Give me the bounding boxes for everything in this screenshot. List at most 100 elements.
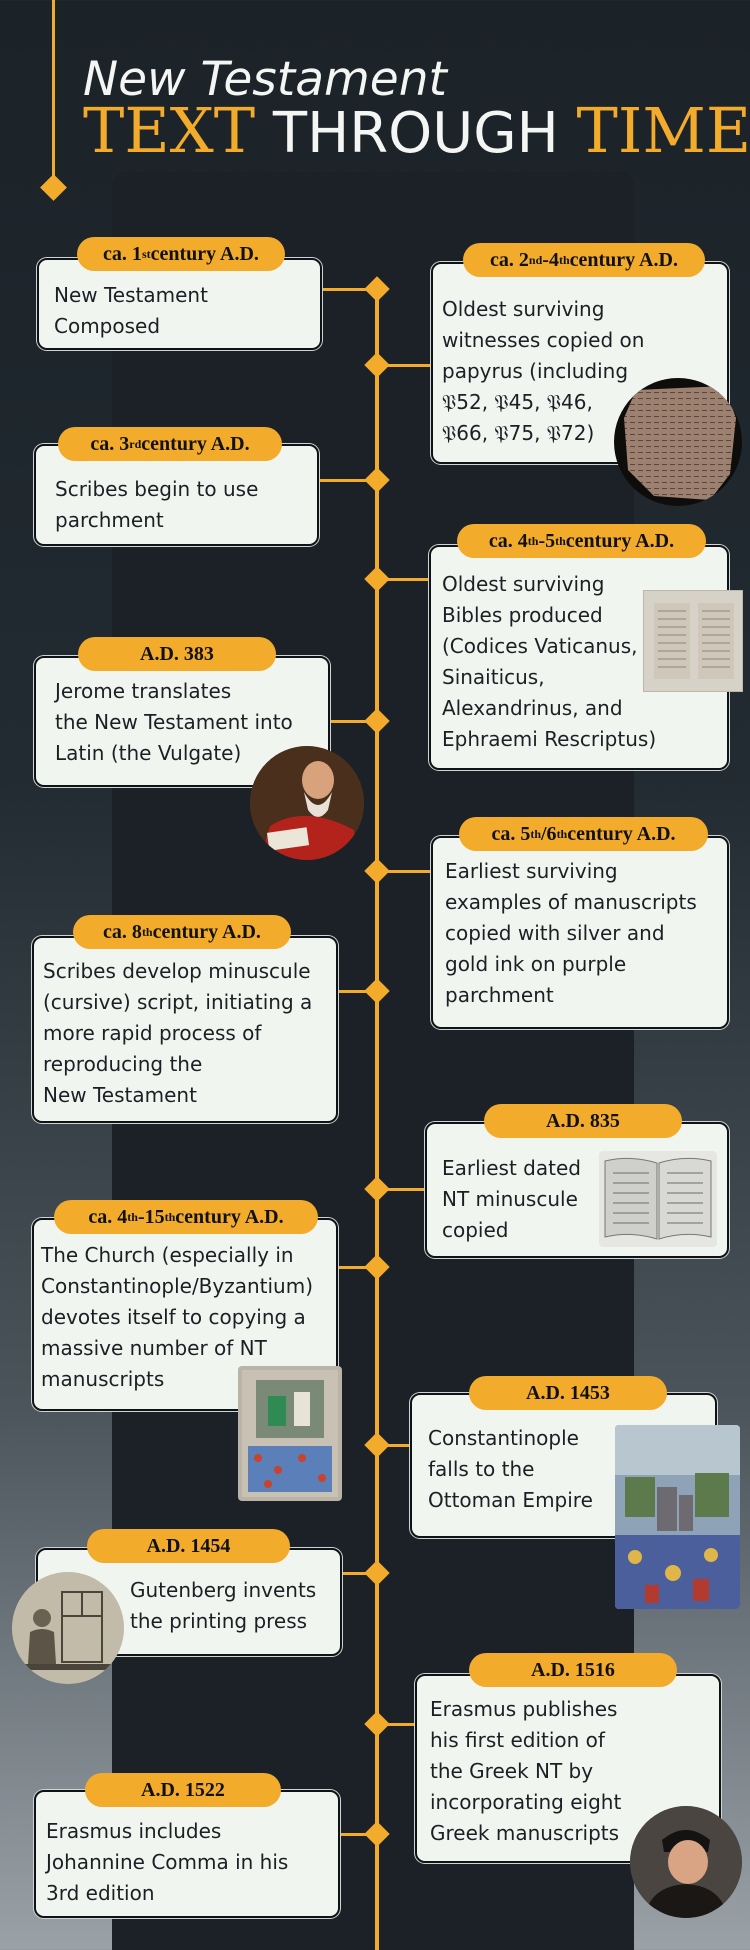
event-text: Erasmus publishes his first edition of t… — [430, 1697, 622, 1845]
date-part: ca. 2 — [490, 248, 529, 271]
date-part: ca. 1 — [103, 242, 142, 265]
date-badge: A.D. 383 — [78, 637, 276, 671]
title-line-2: TEXT THROUGH TIME — [83, 100, 750, 162]
date-part: century A.D. — [569, 248, 678, 271]
event-text: New Testament Composed — [54, 283, 208, 338]
illuminated-manuscript-image — [238, 1366, 342, 1501]
date-part: century A.D. — [152, 920, 261, 943]
event-text: Oldest surviving Bibles produced (Codice… — [442, 572, 657, 751]
connector — [378, 578, 433, 581]
event-card-5th-6th-century: Earliest surviving examples of manuscrip… — [431, 836, 729, 1029]
open-book-icon — [604, 1157, 712, 1240]
minuscule-manuscript-image — [599, 1151, 717, 1247]
connector — [340, 1833, 378, 1836]
date-badge: A.D. 1522 — [85, 1773, 281, 1807]
jerome-portrait-image — [250, 746, 364, 860]
date-part: -5 — [538, 529, 556, 552]
title-time-word: TIME — [576, 94, 750, 167]
date-part: -4 — [542, 248, 559, 271]
connector — [338, 990, 378, 993]
event-text: Gutenberg invents the printing press — [130, 1578, 317, 1633]
fall-of-constantinople-image — [615, 1425, 740, 1609]
codex-image — [643, 590, 743, 692]
event-text: Constantinople falls to the Ottoman Empi… — [428, 1426, 593, 1512]
event-card-3rd-century: Scribes begin to use parchment — [34, 444, 319, 546]
date-part: ca. 5 — [491, 822, 531, 845]
event-text: The Church (especially in Constantinople… — [41, 1243, 314, 1391]
event-card-ad-1454: Gutenberg invents the printing press — [36, 1548, 342, 1656]
connector — [322, 288, 378, 291]
date-sup: rd — [129, 436, 142, 451]
timeline-spine — [375, 278, 379, 1950]
date-text: A.D. 1453 — [526, 1381, 610, 1404]
connector — [378, 1188, 426, 1191]
date-sup: st — [141, 246, 151, 261]
event-text: Jerome translates the New Testament into… — [55, 679, 293, 765]
event-text: Scribes begin to use parchment — [55, 477, 259, 532]
connector — [318, 479, 378, 482]
connector — [338, 1266, 378, 1269]
event-text: Earliest dated NT minuscule copied — [442, 1156, 581, 1242]
connector — [378, 870, 433, 873]
event-card-ad-1453: Constantinople falls to the Ottoman Empi… — [410, 1393, 717, 1538]
papyrus-image — [614, 378, 742, 506]
date-part: -15 — [137, 1205, 165, 1228]
date-part: century A.D. — [141, 432, 250, 455]
date-part: century A.D. — [175, 1205, 284, 1228]
connector — [342, 1572, 378, 1575]
date-badge: A.D. 1454 — [87, 1529, 290, 1563]
printing-press-icon — [12, 1572, 124, 1684]
date-part: century A.D. — [150, 242, 259, 265]
city-siege-icon — [615, 1425, 740, 1609]
event-text: Erasmus includes Johannine Comma in his … — [46, 1819, 289, 1905]
date-text: A.D. 1516 — [531, 1658, 615, 1681]
date-part: /6 — [541, 822, 557, 845]
event-text: Earliest surviving examples of manuscrip… — [445, 859, 697, 1007]
date-part: century A.D. — [567, 822, 676, 845]
date-text: A.D. 383 — [140, 642, 214, 665]
title-through-word: THROUGH — [255, 101, 577, 166]
date-sup: th — [141, 924, 153, 939]
event-card-8th-century: Scribes develop minuscule (cursive) scri… — [32, 936, 338, 1123]
jerome-portrait-icon — [250, 746, 364, 860]
date-sup: th — [127, 1209, 138, 1224]
date-sup: th — [527, 533, 539, 548]
connector — [378, 1723, 416, 1726]
connector — [378, 1444, 412, 1447]
event-card-1st-century: New Testament Composed — [37, 258, 322, 350]
date-sup: th — [164, 1209, 176, 1224]
event-text: Oldest surviving witnesses copied on pap… — [442, 297, 645, 445]
date-sup: th — [555, 533, 566, 548]
title-line-1: New Testament — [83, 52, 447, 107]
gutenberg-press-image — [12, 1572, 124, 1684]
date-text: A.D. 835 — [546, 1109, 620, 1132]
date-badge: A.D. 1516 — [469, 1653, 677, 1687]
date-text: A.D. 1522 — [141, 1778, 225, 1801]
date-sup: th — [558, 252, 570, 267]
date-sup: th — [530, 826, 541, 841]
date-sup: nd — [528, 252, 543, 267]
event-card-4th-15th-century: The Church (especially in Constantinople… — [32, 1218, 338, 1411]
event-card-ad-1522: Erasmus includes Johannine Comma in his … — [34, 1790, 340, 1918]
date-part: ca. 4 — [488, 529, 528, 552]
header-diamond-icon — [40, 174, 67, 201]
date-part: century A.D. — [565, 529, 675, 552]
connector — [330, 720, 378, 723]
header-accent-line — [52, 0, 55, 178]
date-badge: A.D. 835 — [484, 1104, 682, 1138]
erasmus-portrait-icon — [630, 1806, 742, 1918]
erasmus-portrait-image — [630, 1806, 742, 1918]
codex-page-icon — [654, 603, 734, 679]
date-part: ca. 4 — [88, 1205, 128, 1228]
date-part: ca. 8 — [103, 920, 142, 943]
connector — [378, 364, 433, 367]
date-part: ca. 3 — [90, 432, 130, 455]
date-badge: A.D. 1453 — [469, 1376, 667, 1410]
